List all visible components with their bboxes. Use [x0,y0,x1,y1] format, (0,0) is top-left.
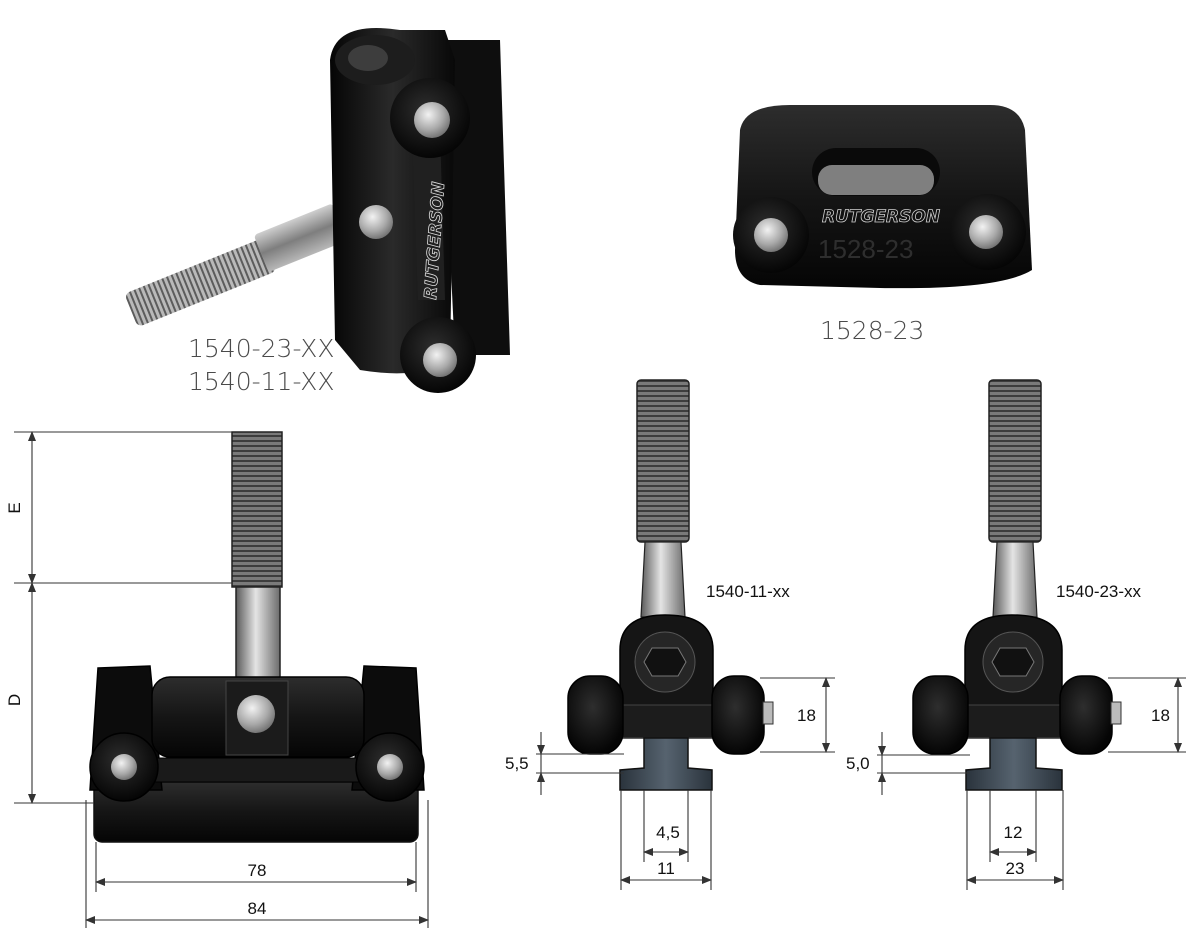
side-11-slot-label: 4,5 [656,823,680,842]
side-23-slot-label: 12 [1003,823,1023,842]
clamp-part-number-2: 1540-11-XX [188,367,335,396]
side-23-height-label: 18 [1151,706,1170,725]
clamp-photo: RUTGERSON [126,28,510,393]
dimension-E-label: E [5,502,24,514]
dimension-D-label: D [5,693,24,707]
side-23-width-label: 23 [1005,859,1025,878]
width-78-label: 78 [247,861,267,880]
front-view-drawing [14,431,429,928]
threaded-stud [126,204,347,326]
side-11-width-label: 11 [657,859,675,878]
side-view-23-drawing [877,379,1186,890]
side-view-23-label: 1540-23-xx [1056,582,1142,601]
car-part-number: 1528-23 [820,316,925,345]
part-engraving-car: 1528-23 [818,234,913,264]
side-view-11-label: 1540-11-xx [706,582,790,601]
width-84-label: 84 [247,899,267,918]
side-11-height-label: 18 [797,706,816,725]
side-11-gap-label: 5,5 [505,754,529,773]
side-view-11-drawing [536,379,835,890]
side-23-gap-label: 5,0 [846,754,870,773]
brand-engraving-car: RUTGERSON [822,207,940,227]
clamp-part-number-1: 1540-23-XX [188,334,335,363]
car-photo: RUTGERSON 1528-23 [733,105,1032,289]
